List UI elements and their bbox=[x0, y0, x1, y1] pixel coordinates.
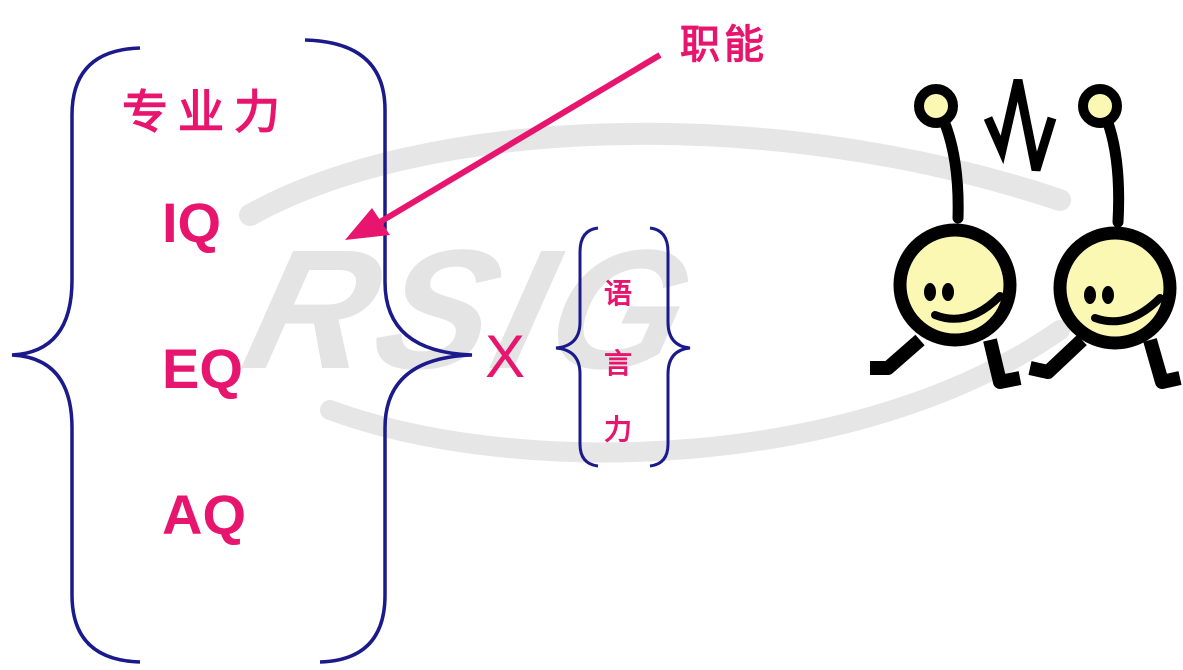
multiply-sign: X bbox=[485, 323, 526, 390]
language-char-3: 力 bbox=[604, 413, 633, 446]
small-right-brace bbox=[649, 226, 691, 468]
bug-figure-left-icon bbox=[870, 84, 1022, 389]
arrow-head bbox=[345, 208, 390, 240]
language-char-2: 言 bbox=[604, 347, 633, 380]
lightning-bolt-icon bbox=[983, 78, 1057, 172]
iq-label: IQ bbox=[162, 191, 222, 254]
skill-label: 专业力 bbox=[122, 85, 290, 139]
small-left-brace bbox=[555, 226, 599, 468]
watermark-text: RSIG bbox=[229, 214, 716, 404]
function-label: 职能 bbox=[680, 21, 768, 68]
pointer-arrow bbox=[368, 52, 662, 231]
left-curly-brace bbox=[11, 46, 141, 664]
right-curly-brace bbox=[304, 38, 473, 664]
language-char-1: 语 bbox=[604, 277, 633, 310]
aq-label: AQ bbox=[162, 483, 246, 546]
eq-label: EQ bbox=[162, 337, 243, 400]
bug-figure-right-icon bbox=[1028, 84, 1182, 389]
